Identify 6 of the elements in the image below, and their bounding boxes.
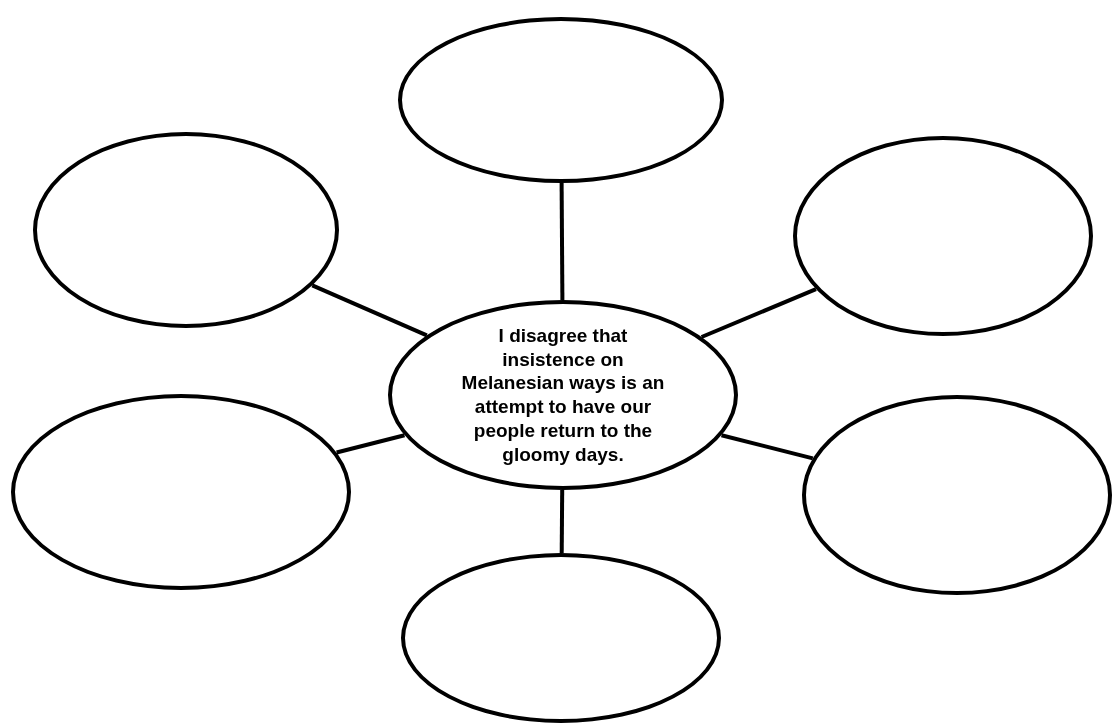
- connector-line: [559, 183, 565, 300]
- central-statement: I disagree that insistence on Melanesian ways is an attempt to have our people return to the gloomy days.: [460, 323, 666, 467]
- connector-line: [559, 490, 565, 553]
- connector-line: [336, 433, 405, 455]
- connector-line: [700, 287, 817, 339]
- connector-line: [311, 283, 428, 338]
